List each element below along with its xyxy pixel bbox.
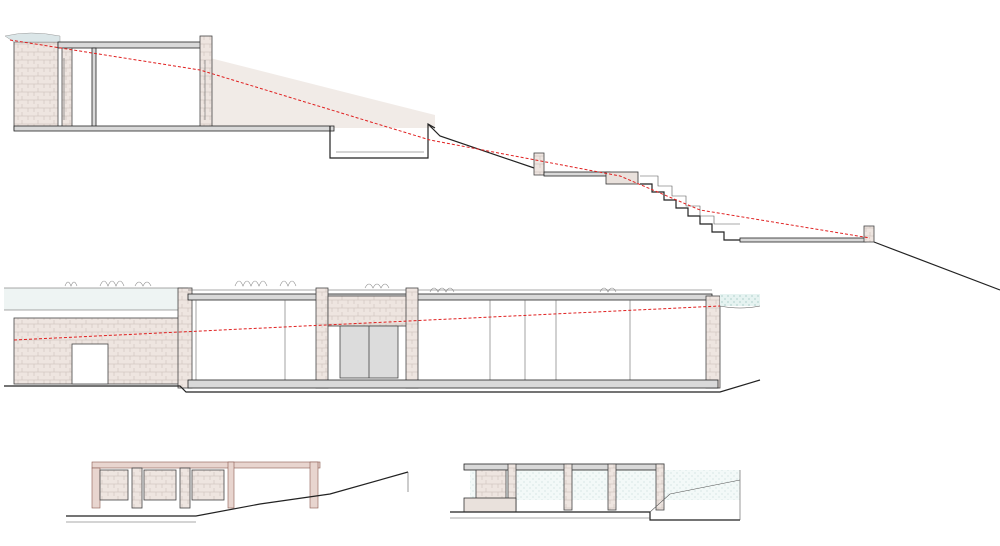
section-a: [4, 32, 1000, 291]
section-b: [4, 280, 761, 393]
column: [405, 287, 419, 389]
column: [309, 461, 319, 509]
column: [91, 467, 101, 509]
glazing: [195, 300, 631, 380]
floor-slab: [187, 379, 719, 389]
stair: [640, 175, 740, 241]
planter: [720, 294, 760, 306]
section-d: [450, 463, 741, 521]
roof-slab: [187, 293, 713, 301]
roof-slab: [91, 461, 321, 469]
roof-vegetation: [64, 280, 617, 293]
roof-slab: [57, 41, 209, 49]
column: [563, 463, 573, 511]
column: [179, 467, 191, 509]
stone-wall: [327, 295, 409, 327]
original-terrain-line: [13, 305, 721, 341]
column: [91, 47, 97, 129]
ground-line: [450, 511, 740, 521]
ground-line: [427, 123, 541, 171]
column: [227, 461, 235, 509]
terrain-fill: [210, 58, 435, 128]
original-terrain-line: [9, 39, 871, 239]
column: [607, 463, 617, 511]
column: [533, 152, 545, 176]
floor-slab: [13, 125, 335, 132]
column: [863, 225, 875, 243]
column: [655, 463, 665, 511]
ground-line: [4, 379, 761, 393]
bench: [463, 497, 517, 513]
column: [177, 287, 193, 389]
opening: [71, 343, 109, 385]
stone-wall: [13, 41, 59, 131]
column: [705, 295, 721, 389]
pool: [329, 122, 436, 159]
vegetation: [4, 32, 61, 43]
column: [199, 35, 213, 129]
lower-terrace: [739, 237, 867, 243]
column: [131, 467, 143, 509]
column: [61, 47, 73, 129]
column: [315, 287, 329, 389]
ground-line: [873, 241, 1000, 291]
ground-line: [66, 471, 409, 517]
section-c: [66, 461, 409, 523]
